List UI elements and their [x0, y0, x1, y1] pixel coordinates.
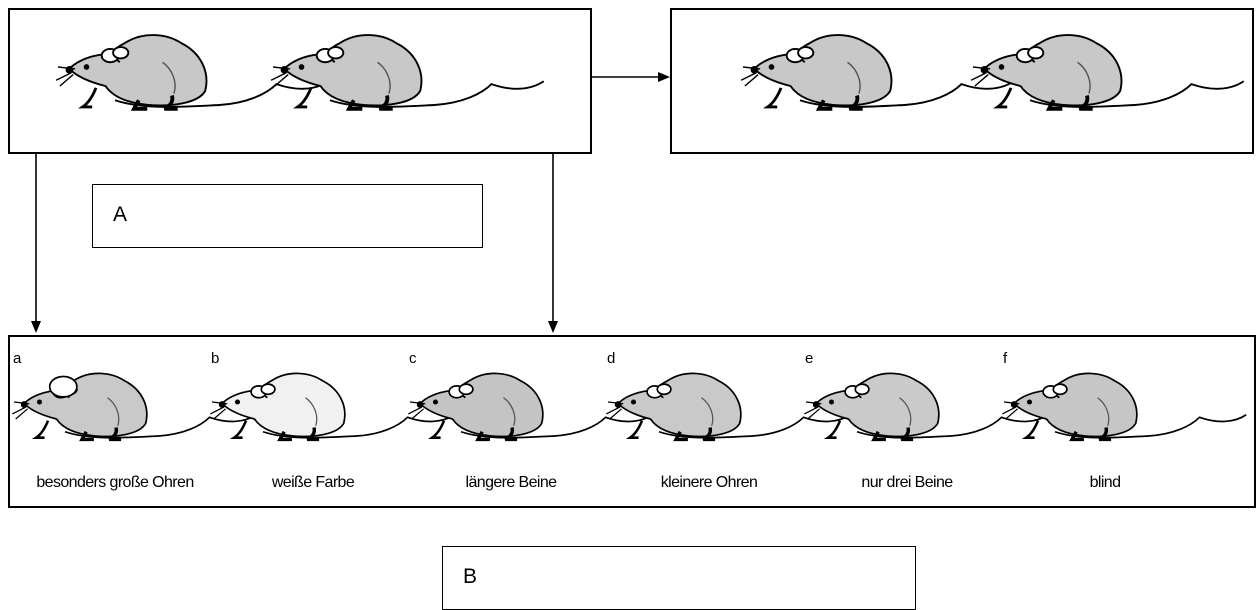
variant-mouse-a [10, 371, 258, 442]
offspring-mouse-2 [969, 33, 1246, 111]
offspring-mouse-1 [739, 33, 1016, 111]
variant-trait-d: kleinere Ohren [661, 474, 758, 491]
variant-letter-e: e [805, 350, 813, 367]
parent-mouse-2 [269, 33, 546, 111]
label-b-text: B [463, 565, 478, 588]
variant-trait-e: nur drei Beine [861, 474, 953, 491]
label-box-a: A [92, 184, 483, 248]
arrowhead-right [658, 72, 670, 82]
variant-letter-d: d [607, 350, 615, 367]
variants-layer: a besonders große Ohren b weiße Farbe c länge… [10, 350, 1248, 491]
variant-trait-f: blind [1090, 474, 1121, 491]
variant-letter-c: c [409, 350, 417, 367]
offspring-same-frame [670, 8, 1254, 154]
arrowhead-right-down [548, 321, 558, 333]
variant-trait-b: weiße Farbe [271, 474, 355, 491]
variant-mouse-f [1000, 371, 1248, 442]
label-a-text: A [113, 203, 128, 226]
variant-letter-f: f [1003, 350, 1008, 367]
variant-trait-a: besonders große Ohren [36, 474, 193, 491]
large-ear-icon [48, 375, 78, 398]
variant-trait-c: längere Beine [466, 474, 558, 491]
arrowhead-left-down [31, 321, 41, 333]
variant-letter-b: b [211, 350, 219, 367]
variant-letter-a: a [13, 350, 22, 367]
